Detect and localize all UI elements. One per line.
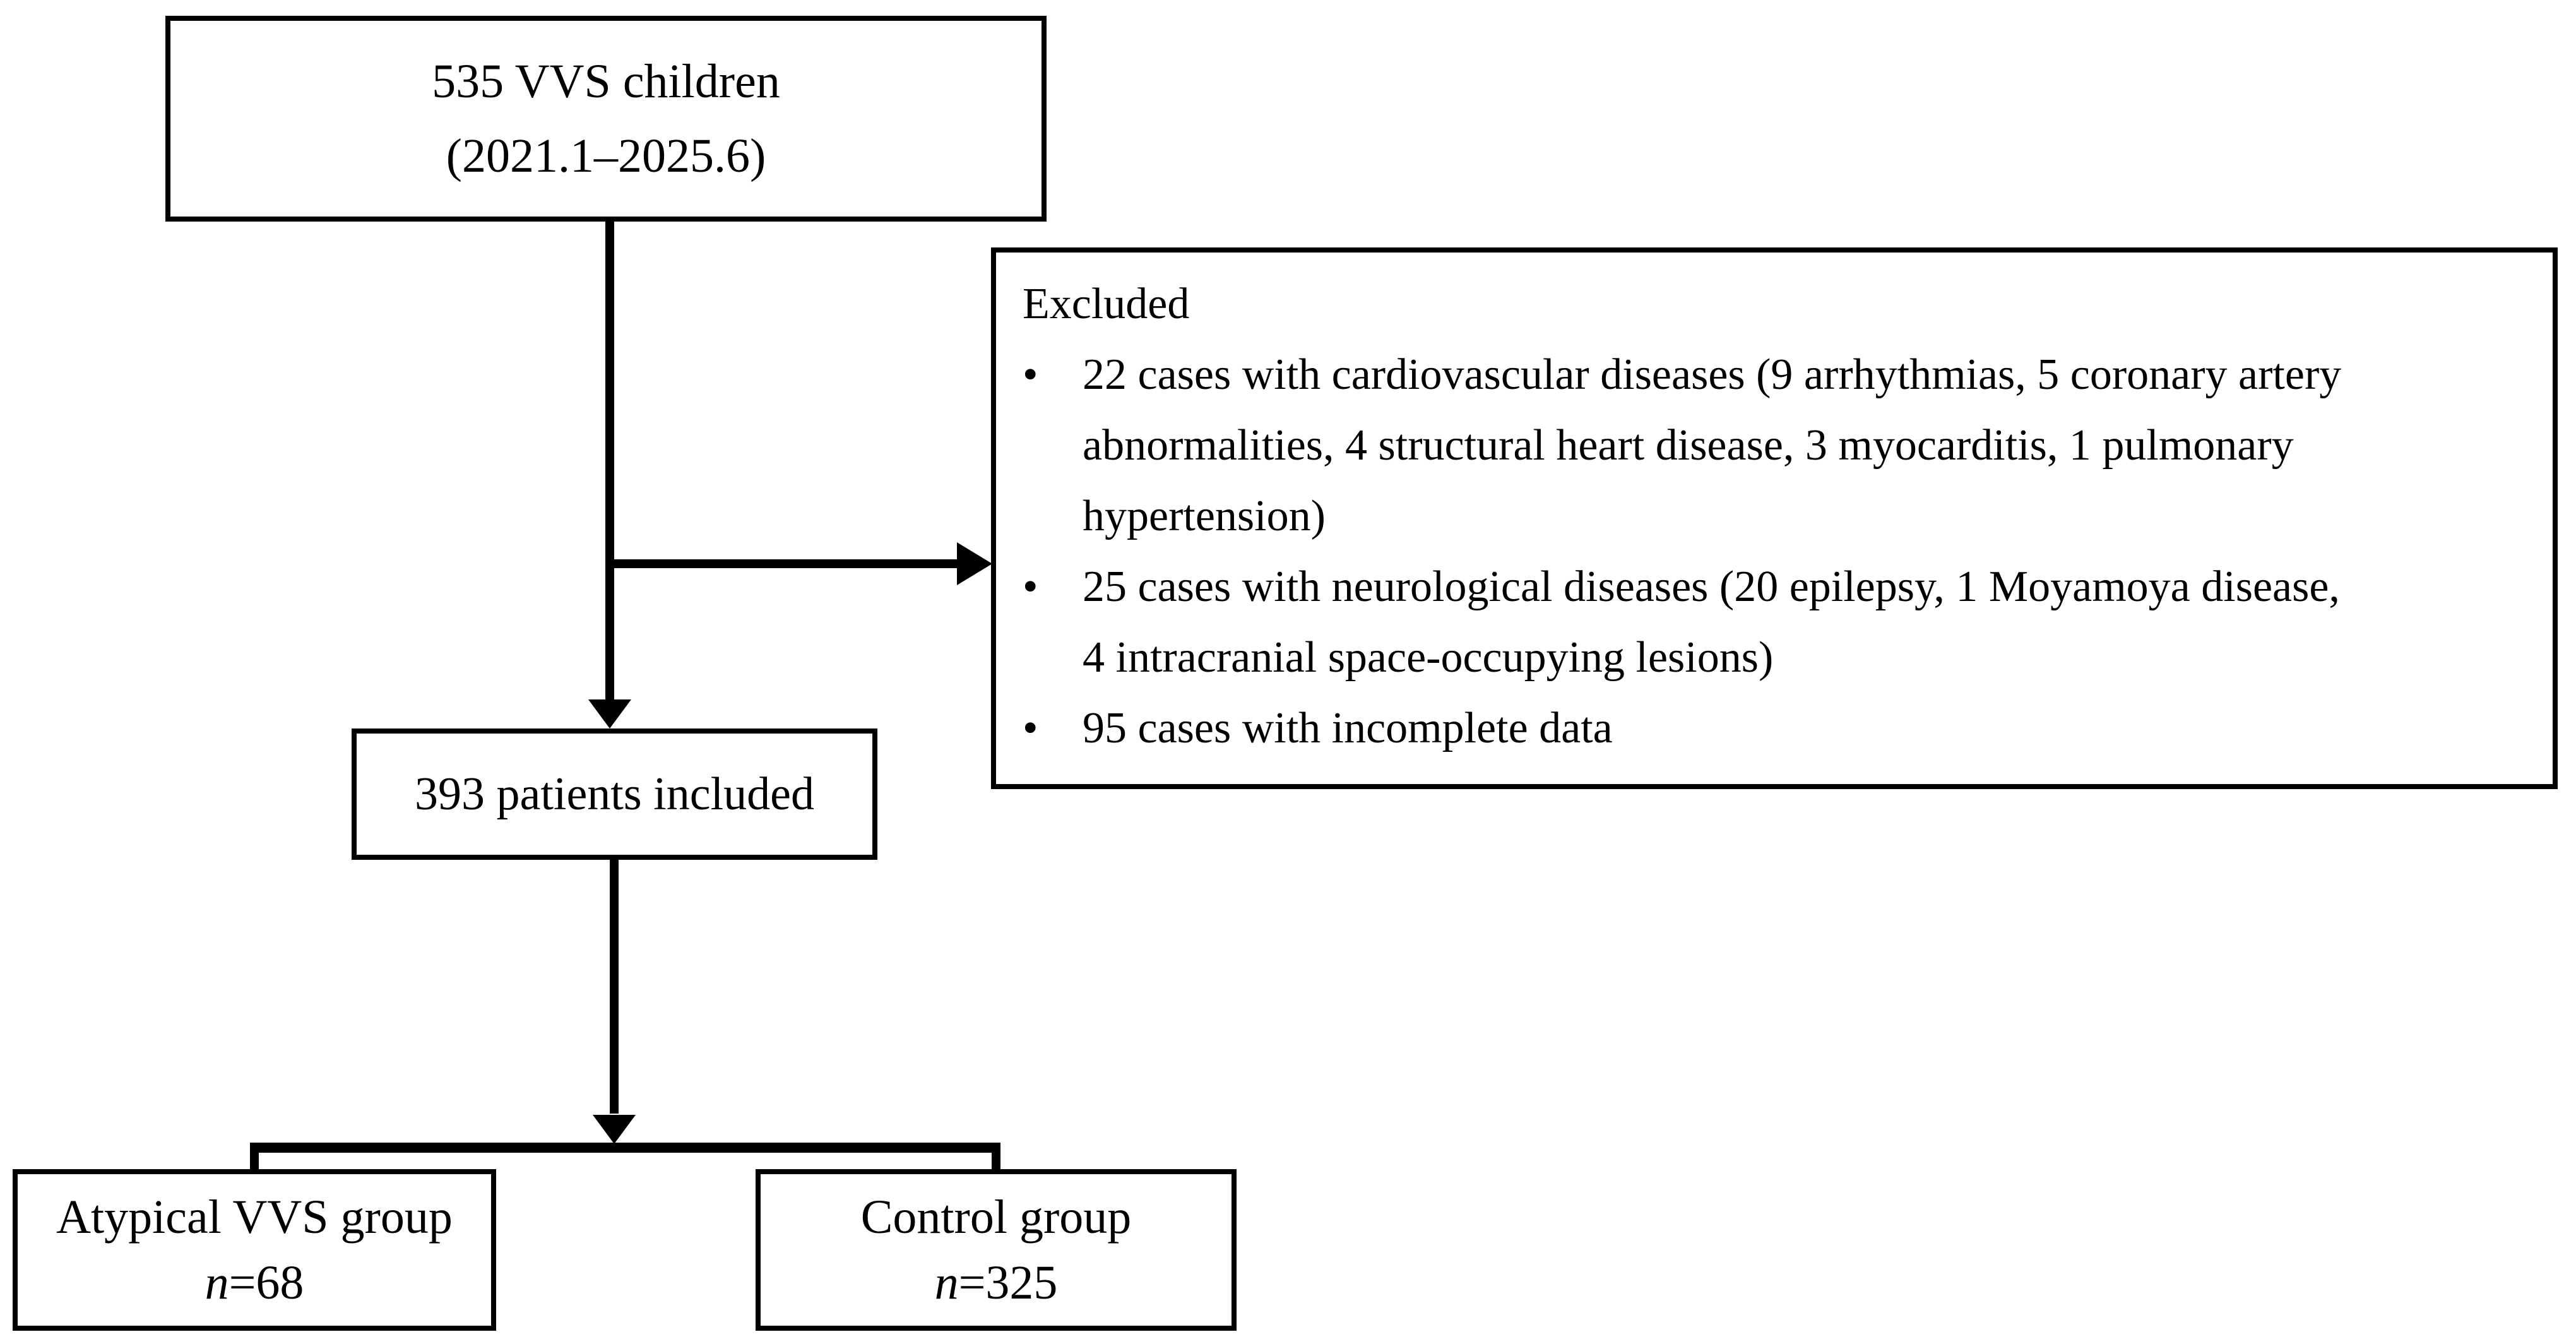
excluded-item: • 22 cases with cardiovascular diseases … [1023,340,2341,552]
bullet-icon: • [1023,350,1038,399]
total-cohort-count: 535 VVS children [432,55,780,108]
arrow-right-icon [957,542,992,585]
connector-included-to-split [610,860,619,1114]
total-cohort-period: (2021.1–2025.6) [446,129,766,182]
excluded-item: • 25 cases with neurological diseases (2… [1023,552,2340,693]
arrow-down-icon [593,1115,636,1144]
connector-top-to-included [605,222,614,699]
control-group-name: Control group [860,1191,1132,1244]
connector-branch-to-excluded [610,559,957,568]
bullet-icon: • [1023,562,1038,611]
bullet-icon: • [1023,704,1038,752]
excluded-item-text: 25 cases with neurological diseases (20 … [1083,562,2340,682]
control-group-box: Control group n=325 [756,1169,1237,1331]
excluded-item-text: 22 cases with cardiovascular diseases (9… [1083,350,2342,540]
excluded-box: Excluded • 22 cases with cardiovascular … [991,247,2558,789]
arrow-down-icon [588,699,631,728]
connector-drop-right [992,1143,1000,1174]
n-value: =325 [958,1256,1058,1309]
excluded-item: • 95 cases with incomplete data [1023,693,1613,764]
atypical-vvs-group-box: Atypical VVS group n=68 [13,1169,496,1331]
n-value: =68 [229,1256,304,1309]
n-symbol: n [934,1256,959,1309]
atypical-group-n: n=68 [205,1250,304,1316]
included-patients-label: 393 patients included [415,768,814,820]
n-symbol: n [205,1256,229,1309]
excluded-title: Excluded [1023,280,1190,328]
control-group-n: n=325 [935,1250,1058,1316]
excluded-item-text: 95 cases with incomplete data [1083,704,1613,752]
total-cohort-box: 535 VVS children (2021.1–2025.6) [165,16,1047,222]
connector-split-bar [250,1143,1000,1153]
connector-drop-left [250,1143,259,1174]
included-patients-box: 393 patients included [352,728,877,860]
atypical-group-name: Atypical VVS group [56,1191,453,1244]
